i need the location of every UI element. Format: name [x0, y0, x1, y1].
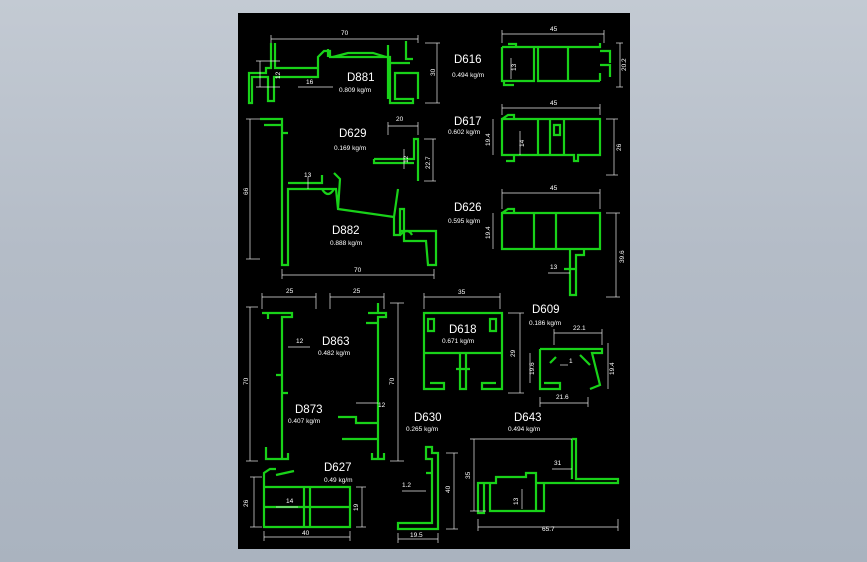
profile-d616-name: D616 [454, 54, 482, 66]
profile-d863-outline [262, 311, 294, 461]
profile-d609-name: D609 [532, 304, 560, 316]
profile-d630-weight: 0.265 kg/m [406, 426, 438, 433]
profile-d863-name: D863 [322, 336, 350, 348]
profile-d618-dim-35: 35 [458, 289, 466, 296]
profile-d882-dim-13: 13 [304, 172, 312, 179]
profile-d609-dim-21.6: 21.6 [556, 394, 569, 401]
profile-d630-outline [396, 445, 440, 531]
profile-d626-name: D626 [454, 202, 482, 214]
profile-d629-outline [372, 137, 420, 181]
profile-d609-dim-19.4: 19.4 [609, 362, 616, 375]
profile-d616: D616 0.494 kg/m 45 13 20.2 [452, 26, 628, 88]
profile-d617-dim-45: 45 [550, 100, 558, 107]
profile-d617-outline [500, 113, 602, 163]
drawing-sheet: D881 0.809 kg/m 70 12 16 30 D616 0.494 k… [238, 13, 630, 549]
profile-d617-weight: 0.602 kg/m [448, 129, 480, 136]
profile-d863-dim-70-left: 70 [243, 377, 250, 385]
profile-d616-dim-45: 45 [550, 26, 558, 33]
profile-d630-dim-19.5: 19.5 [410, 532, 423, 539]
profile-d873-weight: 0.407 kg/m [288, 418, 320, 425]
profile-d643-name: D643 [514, 412, 542, 424]
profile-d626-dim-39.6: 39.6 [619, 250, 626, 263]
profile-d643-dim-31: 31 [554, 460, 562, 467]
profile-d618-outline [422, 311, 504, 391]
profile-d627-dim-14: 14 [286, 498, 294, 505]
profile-d630-name: D630 [414, 412, 442, 424]
profile-d626-dim-19.4: 19.4 [485, 226, 492, 239]
profile-d618-dim-29: 29 [510, 349, 517, 357]
profile-d863-dim-25-right: 25 [353, 288, 361, 295]
profile-d882-dim-66: 66 [243, 187, 250, 195]
profile-d881-dim-12: 12 [275, 71, 282, 79]
profile-d863-weight: 0.482 kg/m [318, 350, 350, 357]
profile-d630-dim-1.2: 1.2 [402, 482, 411, 489]
profile-d617: D617 0.602 kg/m 45 19.4 14 26 [448, 100, 623, 176]
profile-d643-outline [476, 437, 620, 515]
profile-d627-name: D627 [324, 462, 352, 474]
profile-d882-weight: 0.888 kg/m [330, 240, 362, 247]
profile-d627: D627 0.49 kg/m 26 14 19 40 [243, 462, 366, 541]
profile-d643: D643 0.494 kg/m 35 31 13 65.7 [465, 412, 620, 533]
profile-d626-outline [500, 207, 602, 297]
profile-d617-dim-26: 26 [616, 143, 623, 151]
profile-d616-weight: 0.494 kg/m [452, 72, 484, 79]
profile-d863-dim-12: 12 [296, 338, 304, 345]
profile-d881-dim-16: 16 [306, 79, 314, 86]
profile-d881: D881 0.809 kg/m 70 12 16 30 [247, 30, 440, 105]
profiles-drawing: D881 0.809 kg/m 70 12 16 30 D616 0.494 k… [243, 26, 628, 543]
profile-d627-outline [262, 467, 352, 529]
profile-d881-outline [247, 41, 420, 105]
profile-d627-weight: 0.49 kg/m [324, 477, 353, 484]
profile-d627-dim-19: 19 [353, 503, 360, 511]
profile-d627-dim-40: 40 [302, 530, 310, 537]
profile-d881-dim-30: 30 [430, 68, 437, 76]
profile-d863: D863 0.482 kg/m D873 0.407 kg/m 25 25 12… [243, 288, 404, 462]
profile-d643-dim-35: 35 [465, 471, 472, 479]
profile-d609-dim-1: 1 [569, 358, 573, 365]
profile-d643-dim-13: 13 [513, 497, 520, 505]
profile-d629-dim-12: 12 [403, 155, 410, 163]
profile-d626-dim-13: 13 [550, 264, 558, 271]
profile-d881-name: D881 [347, 72, 375, 84]
profile-d643-weight: 0.494 kg/m [508, 426, 540, 433]
profile-d609-outline [538, 347, 604, 391]
profile-d626: D626 0.595 kg/m 45 19.4 13 39.6 [448, 185, 626, 298]
profile-d643-dim-65.7: 65.7 [542, 526, 555, 533]
profile-d618: D618 0.671 kg/m 35 29 [422, 289, 524, 394]
profile-d609-dim-22.1: 22.1 [573, 325, 586, 332]
profile-d629: D629 0.169 kg/m 20 12 22.7 [334, 116, 436, 182]
profile-d629-dim-20: 20 [396, 116, 404, 123]
profile-d617-dim-14: 14 [519, 139, 526, 147]
profile-d873-dim-12: 12 [378, 402, 386, 409]
profile-d609: D609 0.186 kg/m 22.1 19.6 1 19.4 21.6 [529, 304, 616, 407]
profile-d873-name: D873 [295, 404, 323, 416]
profile-d629-weight: 0.169 kg/m [334, 145, 366, 152]
profile-d618-weight: 0.671 kg/m [442, 338, 474, 345]
profile-d609-weight: 0.186 kg/m [529, 320, 561, 327]
profile-d617-dim-19.4: 19.4 [485, 133, 492, 146]
profile-d863-dim-25-left: 25 [286, 288, 294, 295]
profile-d882-name: D882 [332, 225, 360, 237]
profile-d863-dim-70-right: 70 [389, 377, 396, 385]
profile-d616-outline [500, 42, 612, 87]
profile-d627-dim-26: 26 [243, 499, 250, 507]
profile-d882: D882 0.888 kg/m 66 13 70 [243, 117, 438, 279]
profile-d616-dim-20.2: 20.2 [621, 58, 628, 71]
profile-d629-dim-22.7: 22.7 [425, 156, 432, 169]
profile-d618-name: D618 [449, 324, 477, 336]
profile-d626-weight: 0.595 kg/m [448, 218, 480, 225]
profile-d881-weight: 0.809 kg/m [339, 87, 371, 94]
profile-d630: D630 0.265 kg/m 1.2 40 19.5 [396, 412, 458, 543]
profile-d881-dim-width: 70 [341, 30, 349, 37]
profile-d882-dim-70: 70 [354, 267, 362, 274]
profile-d609-dim-19.6: 19.6 [529, 362, 536, 375]
profile-d873-outline [338, 303, 388, 461]
profile-d629-name: D629 [339, 128, 367, 140]
profile-d617-name: D617 [454, 116, 482, 128]
profile-d616-dim-13: 13 [511, 63, 518, 71]
profile-d630-dim-40: 40 [445, 485, 452, 493]
profile-d626-dim-45: 45 [550, 185, 558, 192]
